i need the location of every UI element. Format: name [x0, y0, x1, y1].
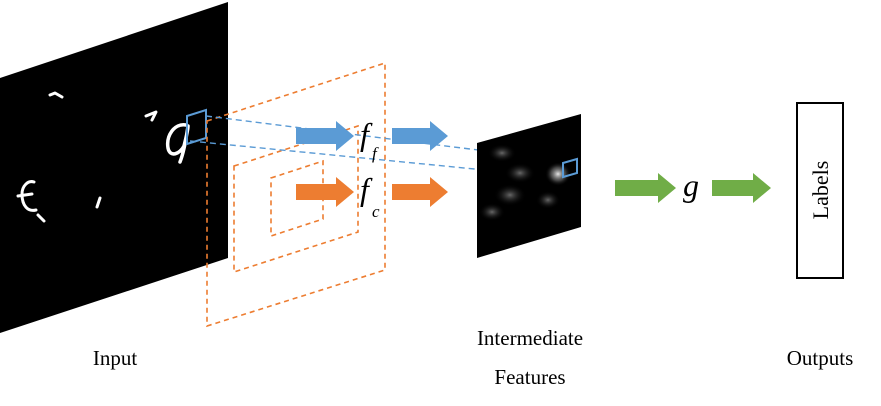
- middle-dashed-layer: [233, 124, 359, 274]
- caption-intermediate-line2: Features: [494, 365, 565, 389]
- input-receptive-field-box: [186, 108, 207, 146]
- coarse-arrow-2: [392, 177, 448, 207]
- intermediate-feature-map: [477, 114, 581, 258]
- classifier-arrow-1: [615, 173, 676, 203]
- output-labels-text: Labels: [808, 161, 833, 220]
- svg-text:c: c: [372, 202, 380, 221]
- caption-input: Input: [93, 346, 137, 370]
- classifier-arrows: [615, 173, 771, 203]
- fine-branch-arrows: [296, 121, 448, 151]
- inner-dashed-layer: [270, 159, 324, 238]
- output-labels-box: Labels: [796, 102, 844, 279]
- caption-intermediate-line1: Intermediate: [477, 326, 583, 350]
- feature-receptive-field-box: [562, 157, 578, 179]
- coarse-pyramid-layers: [206, 61, 386, 328]
- fine-arrow-1: [296, 121, 354, 151]
- outer-dashed-layer: [206, 61, 386, 328]
- svg-text:f: f: [372, 144, 379, 163]
- coarse-function-label: f c: [360, 171, 380, 221]
- classifier-function-label: g: [683, 167, 699, 203]
- coarse-arrow-1: [296, 177, 354, 207]
- caption-outputs: Outputs: [787, 346, 854, 370]
- fine-arrow-2: [392, 121, 448, 151]
- coarse-branch-arrows: [296, 177, 448, 207]
- input-image-panel: [0, 2, 228, 333]
- fine-function-label: f f: [360, 116, 379, 163]
- classifier-arrow-2: [712, 173, 771, 203]
